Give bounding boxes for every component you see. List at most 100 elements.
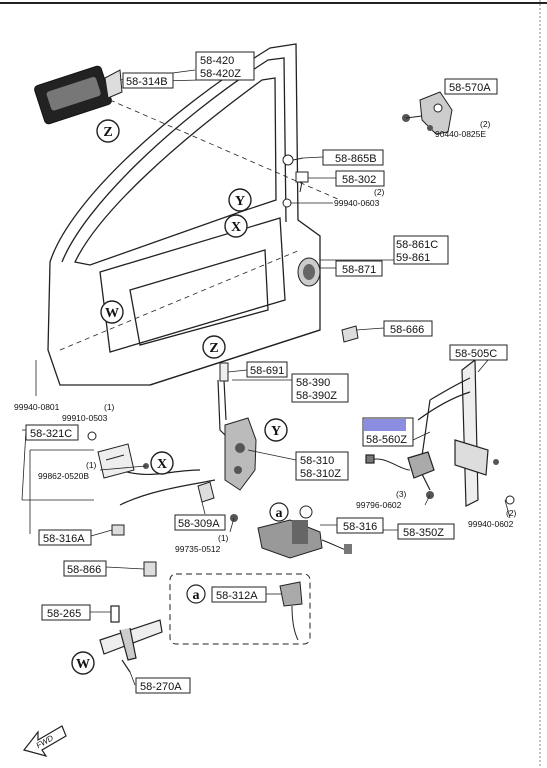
svg-text:(3): (3) [396, 489, 407, 499]
label-58-312a[interactable]: 58-312A [211, 586, 267, 603]
label-58-314b[interactable]: 58-314B [122, 72, 174, 89]
label-99796-0602: (3) 99796-0602 [356, 489, 407, 510]
label-58-866[interactable]: 58-866 [63, 560, 107, 577]
bolt-99940-0602 [493, 459, 515, 505]
svg-text:(1): (1) [104, 402, 115, 412]
label-99862-0520b: (1) 99862-0520B [38, 460, 97, 481]
svg-text:(2): (2) [480, 119, 491, 129]
svg-text:58-871: 58-871 [342, 264, 376, 276]
bracket-58-570a [402, 91, 453, 135]
door-lock-58-310 [224, 417, 257, 491]
svg-text:W: W [105, 306, 119, 321]
svg-text:58-316A: 58-316A [43, 533, 85, 545]
ref-circle-z-top: Z [96, 119, 120, 143]
label-58-390[interactable]: 58-390 58-390Z [291, 373, 349, 403]
svg-text:(1): (1) [218, 533, 229, 543]
svg-text:X: X [157, 457, 167, 472]
svg-text:58-314B: 58-314B [126, 76, 168, 88]
svg-text:58-570A: 58-570A [449, 82, 491, 94]
ref-circle-z-mid: Z [202, 335, 226, 359]
svg-text:(2): (2) [374, 187, 385, 197]
svg-text:58-691: 58-691 [250, 365, 284, 377]
svg-text:58-312A: 58-312A [216, 590, 258, 602]
svg-text:(1): (1) [86, 460, 97, 470]
svg-text:58-560Z: 58-560Z [366, 434, 407, 446]
label-99735-0512: (1) 99735-0512 [175, 533, 229, 554]
handle-bracket [104, 69, 123, 99]
ref-circle-x-top: X [224, 214, 248, 238]
ref-circle-a-mid: a [269, 502, 289, 522]
ref-circle-a-detail: a [186, 584, 206, 604]
label-58-505c[interactable]: 58-505C [449, 344, 508, 361]
svg-text:W: W [76, 657, 90, 672]
holder-58-691 [219, 362, 229, 382]
door-check-58-270a [99, 605, 163, 673]
svg-text:58-350Z: 58-350Z [403, 527, 444, 539]
svg-text:X: X [231, 220, 241, 235]
label-58-316[interactable]: 58-316 [336, 517, 384, 534]
svg-text:99862-0520B: 99862-0520B [38, 471, 89, 481]
label-58-270a[interactable]: 58-270A [135, 677, 191, 694]
label-58-309a[interactable]: 58-309A [174, 514, 226, 531]
svg-text:58-321C: 58-321C [30, 428, 72, 440]
ref-circle-w-bottom: W [71, 651, 95, 675]
label-99910-0503: (1) 99910-0503 [62, 402, 115, 423]
highlight-58-560 [364, 419, 406, 431]
speaker-58-871 [297, 257, 321, 287]
clip-58-309a [197, 481, 215, 503]
grommet-58-316 [299, 505, 313, 519]
svg-text:58-302: 58-302 [342, 174, 376, 186]
lock-rods [119, 379, 231, 506]
svg-text:Z: Z [103, 125, 112, 140]
label-58-321c[interactable]: 58-321C [25, 424, 79, 441]
window-regulator-58-560 [365, 358, 489, 507]
svg-text:58-270A: 58-270A [140, 681, 182, 693]
label-58-265[interactable]: 58-265 [41, 604, 91, 621]
label-58-861c[interactable]: 58-861C 59-861 [393, 235, 449, 265]
nut-99940-0603 [282, 198, 292, 208]
detail-box-a [169, 573, 311, 645]
svg-text:58-309A: 58-309A [178, 518, 220, 530]
label-58-560[interactable]: 58-560 58-560Z [362, 417, 414, 447]
part-58-866 [143, 561, 157, 577]
label-58-310[interactable]: 58-310 58-310Z [295, 451, 349, 481]
label-58-350z[interactable]: 58-350Z [397, 523, 455, 540]
screw-58-865b [282, 154, 304, 166]
svg-text:58-390: 58-390 [296, 377, 330, 389]
svg-text:Z: Z [209, 341, 218, 356]
svg-text:99940-0602: 99940-0602 [468, 519, 514, 529]
label-58-316a[interactable]: 58-316A [38, 529, 92, 546]
label-99940-0602: (2) 99940-0602 [468, 508, 517, 529]
svg-text:99940-0801: 99940-0801 [14, 402, 60, 412]
ref-circle-w-top: W [100, 300, 124, 324]
svg-text:58-866: 58-866 [67, 564, 101, 576]
label-58-666[interactable]: 58-666 [383, 320, 433, 337]
svg-text:58-265: 58-265 [47, 608, 81, 620]
label-99940-0801: 99940-0801 [14, 402, 60, 412]
svg-text:58-420: 58-420 [200, 55, 234, 67]
svg-text:58-316: 58-316 [343, 521, 377, 533]
label-58-871[interactable]: 58-871 [335, 260, 383, 277]
ref-circle-x-mid: X [150, 451, 174, 475]
plug-58-666 [341, 325, 359, 343]
svg-text:58-505C: 58-505C [455, 348, 497, 360]
svg-text:58-861C: 58-861C [396, 239, 438, 251]
ref-circle-y-mid: Y [264, 418, 288, 442]
svg-text:99735-0512: 99735-0512 [175, 544, 221, 554]
label-58-570a[interactable]: 58-570A [444, 78, 498, 95]
label-58-420[interactable]: 58-420 58-420Z [195, 51, 255, 81]
exterior-handle [34, 65, 112, 125]
door-shell [47, 43, 321, 386]
part-58-312a [279, 581, 303, 641]
label-58-865b[interactable]: 58-865B [322, 149, 384, 166]
actuator-58-350z [257, 519, 352, 559]
svg-text:a: a [276, 506, 283, 521]
svg-text:(2): (2) [506, 508, 517, 518]
label-58-691[interactable]: 58-691 [246, 361, 288, 378]
clip-58-316a [111, 524, 125, 536]
svg-text:99940-0603: 99940-0603 [334, 198, 380, 208]
svg-text:58-420Z: 58-420Z [200, 68, 241, 80]
label-58-302[interactable]: 58-302 [335, 170, 385, 187]
svg-text:99910-0503: 99910-0503 [62, 413, 108, 423]
